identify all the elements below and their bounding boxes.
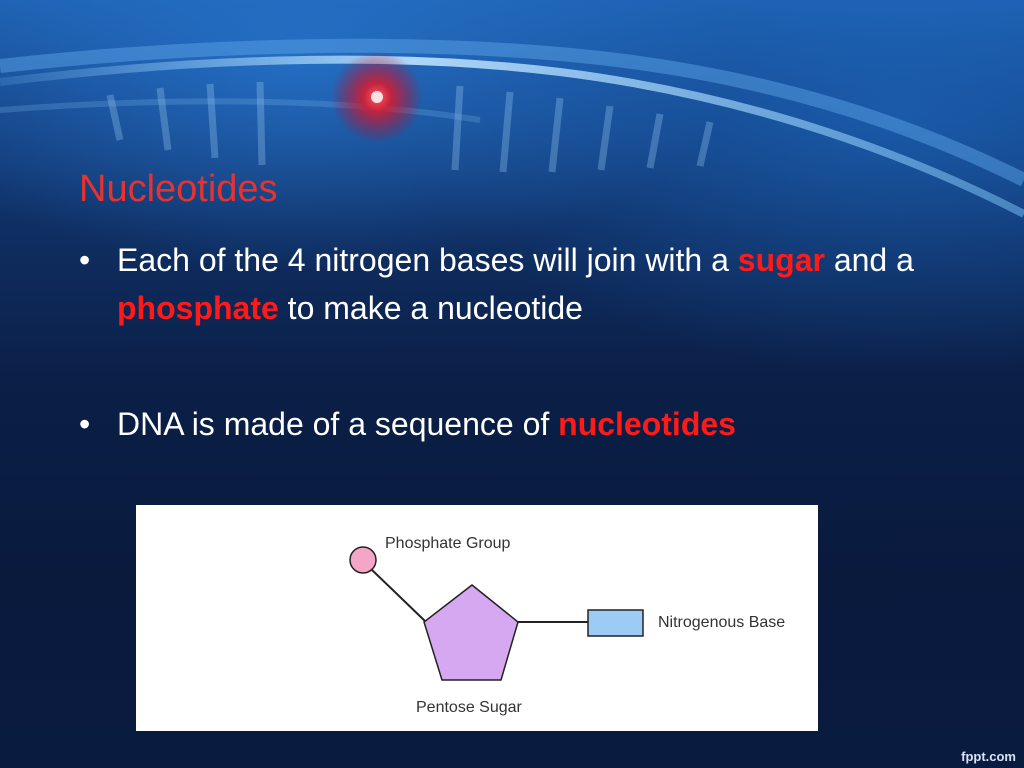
nucleotide-diagram-svg: Phosphate Group Nitrogenous Base Pentose… — [349, 535, 785, 716]
highlight-sugar: sugar — [737, 242, 825, 278]
sugar-label: Pentose Sugar — [416, 699, 523, 716]
bullet-list: • Each of the 4 nitrogen bases will join… — [79, 236, 959, 448]
nucleotide-diagram: Phosphate Group Nitrogenous Base Pentose… — [136, 505, 818, 731]
bullet-item: • Each of the 4 nitrogen bases will join… — [79, 236, 959, 332]
bullet-dot-icon: • — [79, 242, 91, 278]
nitrogenous-base-shape — [587, 609, 644, 637]
phosphate-label: Phosphate Group — [385, 535, 511, 552]
bullet-item: • DNA is made of a sequence of nucleotid… — [79, 400, 959, 448]
phosphate-group-shape — [349, 546, 377, 574]
bullet-text: Each of the 4 nitrogen bases will join w… — [117, 242, 738, 278]
pentose-sugar-shape — [423, 584, 519, 681]
dna-helix-background — [0, 38, 1024, 218]
bullet-dot-icon: • — [79, 406, 91, 442]
base-label: Nitrogenous Base — [658, 614, 785, 631]
watermark: fppt.com — [961, 749, 1016, 764]
phosphate-sugar-bond — [371, 569, 427, 623]
highlight-phosphate: phosphate — [117, 290, 279, 326]
slide-title: Nucleotides — [79, 168, 278, 210]
highlight-nucleotides: nucleotides — [558, 406, 736, 442]
bullet-text: to make a nucleotide — [278, 290, 583, 326]
bullet-text: and a — [824, 242, 914, 278]
bullet-text: DNA is made of a sequence of — [117, 406, 559, 442]
